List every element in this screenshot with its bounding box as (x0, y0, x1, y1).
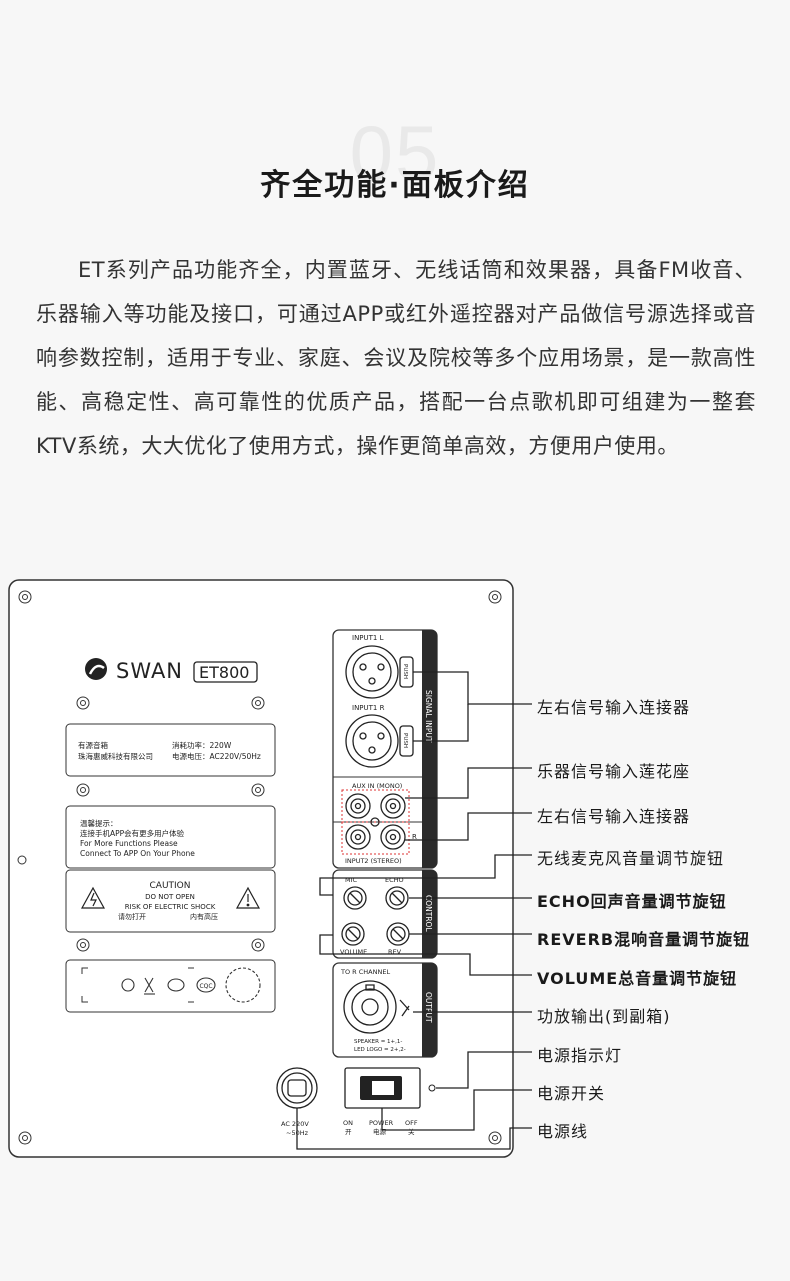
caution-text: RISK OF ELECTRIC SHOCK (125, 903, 216, 911)
input1l-label: INPUT1 L (352, 634, 384, 642)
caution-title: CAUTION (150, 881, 191, 891)
brand-name: SWAN (116, 659, 183, 683)
push-label: PUSH (402, 664, 408, 679)
screw-icon (17, 590, 502, 1145)
info-text: 珠海惠威科技有限公司 (78, 751, 153, 761)
swan-logo-icon (85, 658, 107, 680)
on-label: ON (343, 1119, 353, 1127)
control-side-label: CONTROL (424, 895, 433, 932)
annotation-label: 电源指示灯 (537, 1046, 623, 1065)
off-cn-label: 关 (408, 1127, 415, 1136)
knob-icon (341, 886, 410, 946)
caution-text: 请勿打开 (118, 912, 146, 921)
power-indicator-icon (428, 1084, 436, 1092)
cqc-text: CQC (199, 983, 212, 990)
section-number: 05 (349, 109, 441, 197)
on-cn-label: 开 (345, 1128, 352, 1136)
annotation-label: 功放输出(到副箱) (537, 1007, 671, 1026)
model-name: ET800 (199, 663, 249, 682)
signal-input-block (332, 629, 438, 869)
info-text: 消耗功率：220W (172, 740, 232, 750)
callout-lines (296, 671, 532, 1150)
push-label: PUSH (402, 733, 408, 748)
ac-label: AC 220V (281, 1120, 309, 1128)
channel-label: TO R CHANNEL (340, 968, 390, 976)
info-text: 有源音箱 (78, 740, 108, 750)
caution-text: DO NOT OPEN (145, 893, 195, 901)
annotation-label: ECHO回声音量调节旋钮 (537, 892, 727, 911)
led-pin-label: LED LOGO = 2+,2- (354, 1047, 406, 1053)
corner-mark (81, 967, 194, 1003)
annotation-label: 左右信号输入连接器 (537, 807, 691, 826)
power-cn-label: 电源 (373, 1127, 387, 1136)
off-label: OFF (405, 1119, 418, 1127)
info-text: 电源电压：AC220V/50Hz (172, 751, 261, 761)
output-side-label: OUTPUT (424, 992, 433, 1023)
volume-label: VOLUME (340, 948, 367, 956)
rca-jack-icon (345, 793, 406, 819)
intro-paragraph: ET系列产品功能齐全，内置蓝牙、无线话筒和效果器，具备FM收音、乐器输入等功能及… (36, 258, 756, 458)
annotation-label: VOLUME总音量调节旋钮 (537, 969, 738, 988)
r-label: R (412, 833, 417, 841)
tip-text: 温馨提示： (80, 818, 118, 828)
input2-label: INPUT2 (STEREO) (345, 857, 402, 865)
rev-label: REV (388, 948, 402, 956)
cert-label-box (65, 959, 276, 1013)
echo-label: ECHO (385, 876, 404, 884)
tip-text: Connect To APP On Your Phone (80, 849, 195, 858)
power-label: POWER (369, 1119, 394, 1127)
speaker-pin-label: SPEAKER = 1+,1- (354, 1039, 402, 1045)
tip-text: 连接手机APP会有更多用户体验 (80, 828, 185, 838)
section-title: 齐全功能·面板介绍 (260, 168, 530, 203)
input1r-label: INPUT1 R (352, 704, 385, 712)
tip-label-box (65, 805, 276, 869)
annotation-label: 左右信号输入连接器 (537, 698, 691, 717)
xlr-connector-icon (345, 645, 414, 768)
speakon-connector-icon (343, 980, 410, 1034)
tip-text: For More Functions Please (80, 839, 178, 848)
certification-icons (121, 967, 261, 1003)
model-box (193, 661, 258, 683)
aux-label: AUX IN (MONO) (352, 782, 402, 790)
info-label-box (65, 723, 276, 777)
annotation-label: REVERB混响音量调节旋钮 (537, 930, 751, 949)
annotation-label: 电源线 (537, 1122, 589, 1141)
annotation-label: 电源开关 (537, 1084, 606, 1103)
rca-jack-icon (345, 817, 406, 850)
annotation-label: 乐器信号输入莲花座 (537, 762, 691, 781)
annotation-label: 无线麦克风音量调节旋钮 (537, 849, 725, 868)
signal-input-side-label: SIGNAL INPUT (424, 690, 433, 743)
mic-label: MIC (345, 876, 358, 884)
warning-triangle-icon (80, 886, 261, 909)
caution-label-box (65, 869, 276, 933)
caution-text: 内有高压 (190, 912, 218, 921)
